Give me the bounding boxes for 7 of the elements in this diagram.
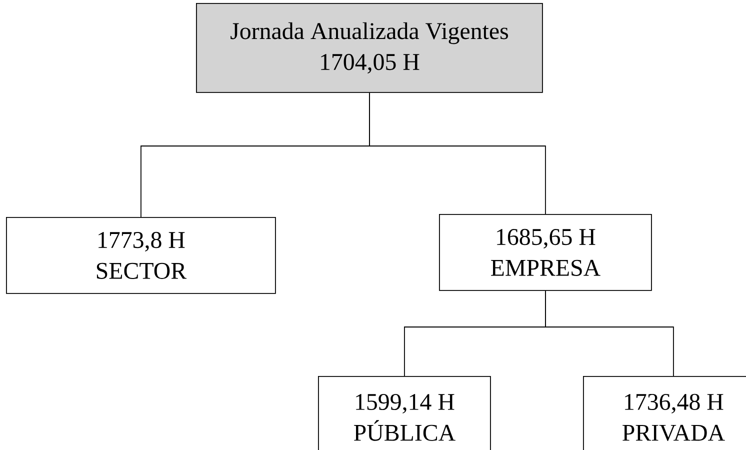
connector-line	[545, 290, 674, 376]
box: Jornada Anualizada Vigentes 1704,05 H	[196, 3, 543, 93]
box: 1685,65 H EMPRESA	[439, 214, 652, 291]
connector-line	[369, 92, 546, 214]
box: 1773,8 H SECTOR	[6, 217, 276, 294]
box: 1736,48 H PRIVADA	[583, 376, 746, 450]
box: 1599,14 H PÚBLICA	[318, 376, 491, 450]
